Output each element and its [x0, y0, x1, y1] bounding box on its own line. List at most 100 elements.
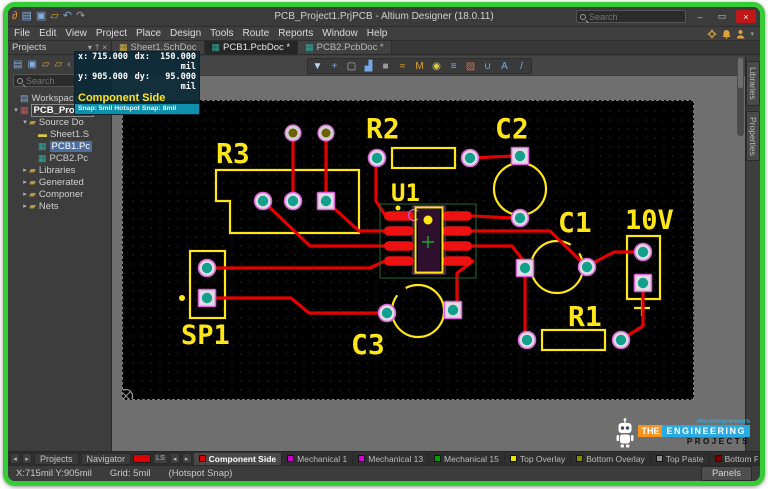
- bottom-tab-projects[interactable]: Projects: [34, 452, 79, 465]
- ic-body[interactable]: [418, 209, 440, 271]
- crosshair-icon[interactable]: +: [331, 60, 338, 72]
- smd-pad[interactable]: [442, 226, 472, 236]
- tree-item-pcb-project[interactable]: ▾▦PCB_Project: [10, 103, 109, 117]
- room-icon[interactable]: ∪: [483, 60, 492, 72]
- folder-add-icon[interactable]: ▱: [54, 58, 63, 70]
- interactive-route-icon[interactable]: M: [415, 60, 424, 72]
- designator-label-u1[interactable]: U1: [391, 179, 420, 207]
- menu-reports[interactable]: Reports: [278, 28, 314, 39]
- menu-place[interactable]: Place: [135, 28, 161, 39]
- tree-item-generated[interactable]: ▸▰Generated: [10, 176, 109, 188]
- minimize-button[interactable]: –: [697, 11, 703, 22]
- designator-label-r1[interactable]: R1: [568, 300, 602, 333]
- menu-route[interactable]: Route: [242, 28, 270, 39]
- tree-item-nets[interactable]: ▸▰Nets: [10, 200, 109, 212]
- tree-item-pcb2-pc[interactable]: ▦PCB2.Pc: [10, 152, 109, 164]
- layer-tab-mechanical-13[interactable]: Mechanical 13: [353, 452, 430, 465]
- scrollbar-thumb[interactable]: [738, 58, 743, 88]
- designator-label-c1[interactable]: C1: [558, 206, 592, 239]
- open-folder-icon[interactable]: ▱: [50, 10, 59, 22]
- text-icon[interactable]: A: [501, 60, 508, 72]
- open-doc-icon[interactable]: ▣: [27, 58, 37, 70]
- user-icon[interactable]: [736, 29, 745, 39]
- layer-tab-bottom-paste[interactable]: Bottom Paste: [710, 453, 758, 465]
- tree-item-pcb1-pc[interactable]: ▦PCB1.Pc: [10, 140, 109, 152]
- vertical-scrollbar[interactable]: [737, 56, 744, 136]
- pad-icon[interactable]: ■: [382, 60, 389, 72]
- undo-icon[interactable]: ↶: [62, 10, 72, 22]
- panel-scroll-left-icon[interactable]: ◂: [10, 453, 20, 464]
- doc-tab-sheet1-schdoc[interactable]: ▦Sheet1.SchDoc: [112, 41, 205, 54]
- designator-label-c3[interactable]: C3: [351, 328, 385, 361]
- designator-label-r3[interactable]: R3: [216, 137, 250, 170]
- redo-icon[interactable]: ↷: [75, 10, 86, 22]
- collapse-arrow-icon[interactable]: ▸: [23, 179, 27, 186]
- silkscreen-outline[interactable]: [188, 249, 227, 320]
- layer-tab-bottom-overlay[interactable]: Bottom Overlay: [571, 452, 651, 465]
- layer-scroll-right-icon[interactable]: ▸: [181, 453, 192, 464]
- layer-tab-mechanical-1[interactable]: Mechanical 1: [282, 452, 354, 465]
- copper-trace[interactable]: [324, 199, 387, 233]
- filter-icon[interactable]: ▼: [312, 60, 323, 72]
- layer-tab-top-overlay[interactable]: Top Overlay: [505, 452, 572, 465]
- silkscreen-outline[interactable]: [390, 146, 457, 170]
- smd-pad[interactable]: [442, 241, 472, 251]
- gear-icon[interactable]: [707, 29, 717, 39]
- panel-close-icon[interactable]: ×: [102, 43, 107, 52]
- component-selection-box[interactable]: [379, 203, 477, 279]
- smd-pad[interactable]: [384, 256, 414, 266]
- via-icon[interactable]: ◉: [432, 60, 441, 72]
- tree-item-libraries[interactable]: ▸▰Libraries: [10, 164, 109, 176]
- smd-pad[interactable]: [384, 226, 414, 236]
- copper-trace[interactable]: [211, 296, 382, 315]
- smd-pad[interactable]: [384, 211, 414, 221]
- collapse-arrow-icon[interactable]: ▸: [23, 203, 27, 210]
- collapse-arrow-icon[interactable]: ▸: [23, 191, 27, 198]
- folder-icon[interactable]: ▱: [41, 58, 50, 70]
- copper-trace[interactable]: [587, 250, 638, 267]
- smd-pad[interactable]: [442, 211, 472, 221]
- panel-scroll-right-icon[interactable]: ▸: [22, 453, 32, 464]
- designator-label-c2[interactable]: C2: [495, 112, 529, 145]
- layer-scroll-left-icon[interactable]: ◂: [169, 453, 180, 464]
- layer-tab-top-paste[interactable]: Top Paste: [651, 452, 710, 465]
- layer-tab-component-side[interactable]: Component Side: [193, 452, 283, 465]
- menu-edit[interactable]: Edit: [39, 28, 57, 39]
- copy-icon[interactable]: ▣: [35, 10, 47, 22]
- menu-file[interactable]: File: [14, 28, 31, 39]
- doc-tab-pcb2-pcbdoc-[interactable]: ▦PCB2.PcbDoc *: [298, 41, 392, 54]
- polygon-icon[interactable]: ▨: [465, 60, 476, 72]
- altium-logo-icon[interactable]: ∂: [12, 10, 18, 22]
- silkscreen-outline[interactable]: [540, 328, 607, 352]
- panels-button[interactable]: Panels: [700, 466, 752, 481]
- smd-pad[interactable]: [442, 256, 472, 266]
- menu-design[interactable]: Design: [170, 28, 202, 39]
- expand-arrow-icon[interactable]: ▾: [23, 119, 27, 126]
- tree-item-sheet1-s[interactable]: ▬Sheet1.S: [10, 128, 109, 140]
- global-search[interactable]: [576, 10, 686, 23]
- route-icon[interactable]: ≈: [399, 60, 406, 72]
- menu-help[interactable]: Help: [366, 28, 388, 39]
- copper-trace[interactable]: [261, 199, 387, 248]
- line-icon[interactable]: /: [520, 60, 523, 72]
- restore-button[interactable]: ▭: [717, 11, 727, 21]
- save-icon[interactable]: ▤: [21, 10, 32, 22]
- smd-pad[interactable]: [384, 241, 414, 251]
- copper-trace[interactable]: [471, 244, 525, 262]
- layer-set-button[interactable]: LS: [153, 453, 168, 464]
- copper-trace[interactable]: [620, 288, 645, 341]
- copper-trace[interactable]: [374, 156, 387, 217]
- silkscreen-outline[interactable]: [214, 168, 361, 235]
- menu-view[interactable]: View: [65, 28, 87, 39]
- new-doc-icon[interactable]: ▤: [13, 58, 23, 70]
- bell-icon[interactable]: [722, 29, 731, 39]
- copper-trace[interactable]: [471, 229, 587, 267]
- side-tab-properties[interactable]: Properties: [746, 110, 760, 162]
- projects-search-input[interactable]: [26, 75, 119, 86]
- panel-dropdown-icon[interactable]: ▾: [87, 43, 92, 52]
- expand-arrow-icon[interactable]: ▾: [14, 107, 18, 114]
- panel-pin-icon[interactable]: †: [94, 43, 100, 52]
- menu-tools[interactable]: Tools: [210, 28, 234, 39]
- search-input[interactable]: [589, 11, 682, 22]
